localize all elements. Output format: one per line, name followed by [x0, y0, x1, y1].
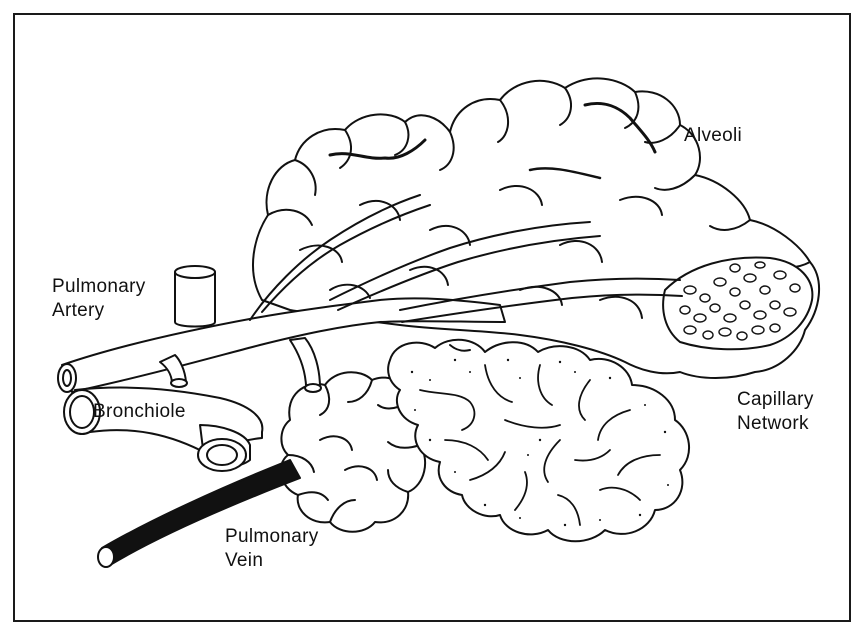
label-bronchiole: Bronchiole [93, 400, 186, 424]
label-pulmonary-artery: Pulmonary Artery [52, 275, 172, 323]
label-capillary-line1: Capillary [737, 388, 847, 412]
label-bronchiole-text: Bronchiole [93, 400, 186, 424]
label-pulmonary-vein-line1: Pulmonary [225, 525, 345, 549]
label-pulmonary-vein-line2: Vein [225, 549, 345, 573]
pulmonary-artery [175, 266, 215, 327]
label-capillary-network: Capillary Network [737, 388, 847, 436]
label-pulmonary-artery-line2: Artery [52, 299, 172, 323]
label-pulmonary-artery-line1: Pulmonary [52, 275, 172, 299]
label-alveoli: Alveoli [684, 124, 742, 148]
label-pulmonary-vein: Pulmonary Vein [225, 525, 345, 573]
label-alveoli-text: Alveoli [684, 124, 742, 148]
label-capillary-line2: Network [737, 412, 847, 436]
